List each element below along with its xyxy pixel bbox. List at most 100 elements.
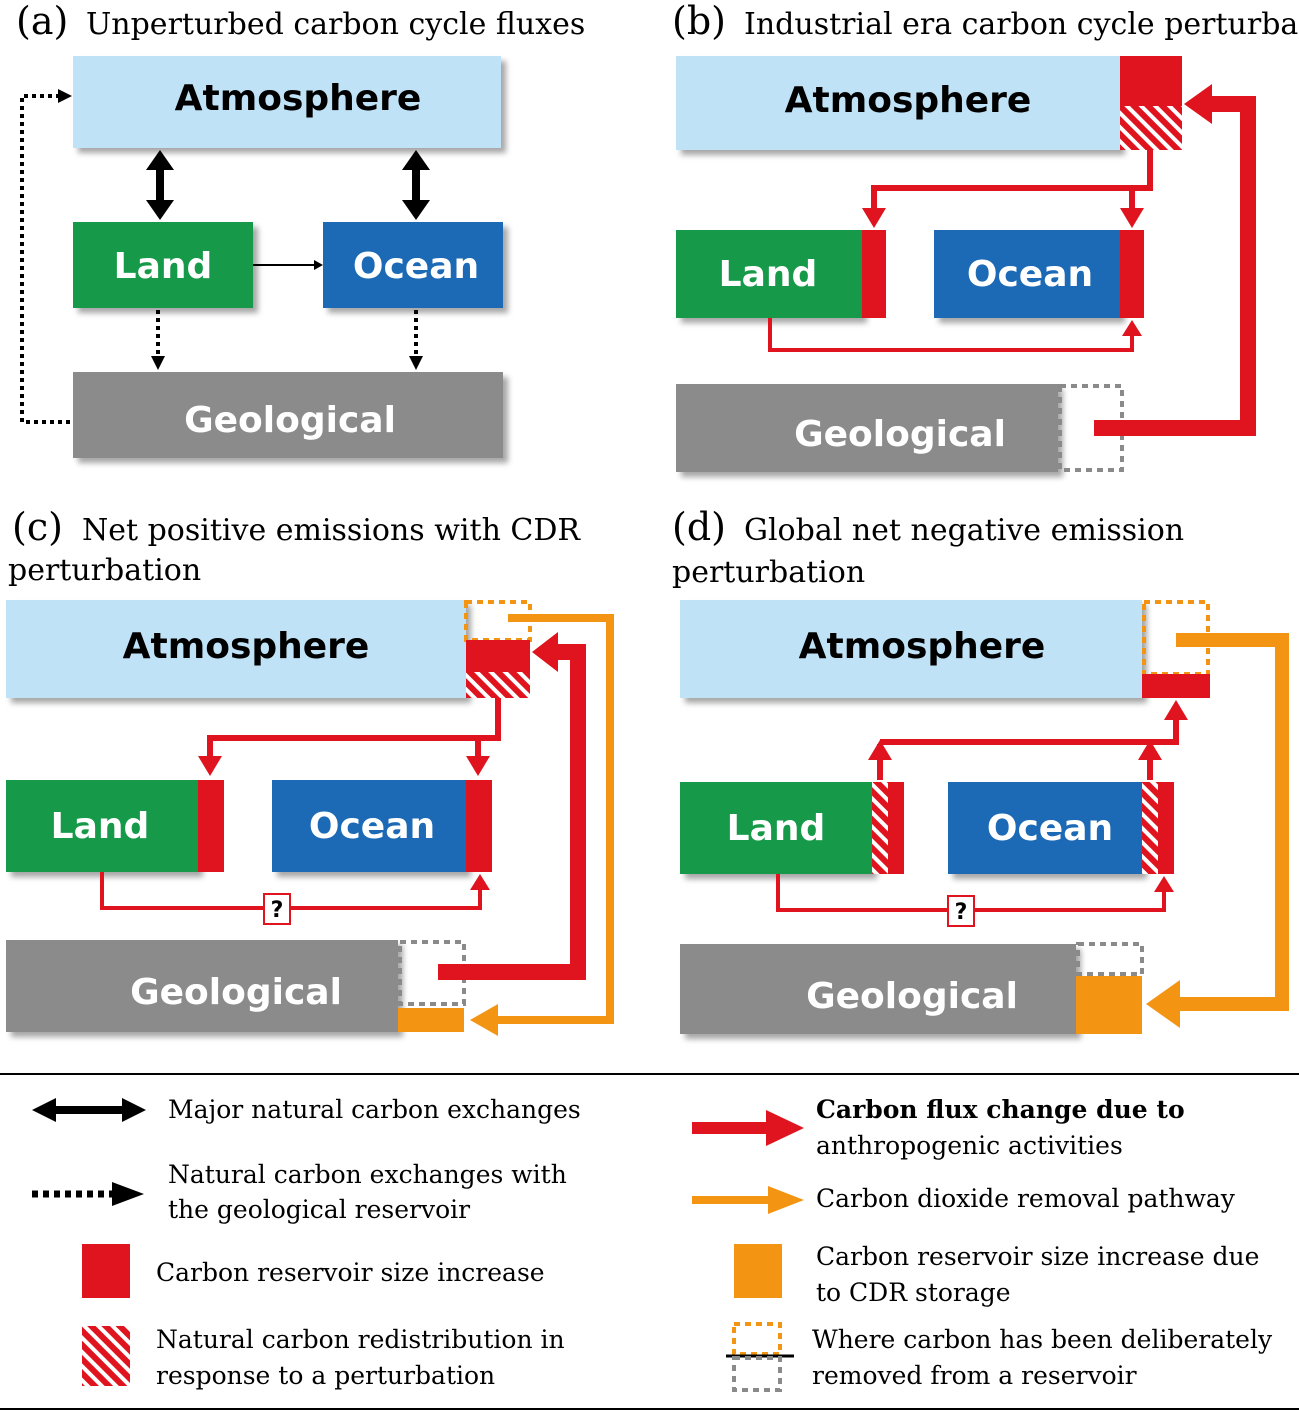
geological-label: Geological (184, 400, 396, 441)
land-label: Land (51, 806, 150, 847)
ocean-label: Ocean (309, 806, 435, 847)
panel-d-title: Global net negative emission (744, 513, 1184, 548)
land-box (676, 230, 862, 318)
ocean-box (272, 780, 466, 872)
ocean-increase-block (466, 780, 492, 872)
legend-cdr-storage-text-2: to CDR storage (816, 1278, 1011, 1307)
cdr-pathway-atm-to-geo (470, 614, 614, 1036)
unknown-flux-marker (947, 895, 975, 927)
anthropogenic-flux-atm-to-land-ocean (862, 150, 1153, 228)
anthropogenic-flux-land-to-ocean (776, 874, 1174, 912)
legend-cdr-pathway-text: Carbon dioxide removal pathway (816, 1184, 1236, 1213)
ocean-redistribution-block (1142, 782, 1158, 874)
anthropogenic-flux-land-ocean-to-atm (868, 700, 1188, 780)
unknown-flux-marker-text: ? (271, 898, 284, 923)
legend-reservoir-increase-text: Carbon reservoir size increase (156, 1258, 545, 1287)
natural-geo-arrow-ocean (409, 310, 423, 370)
panel-d: (d) Global net negative emission perturb… (672, 505, 1289, 1034)
legend-anthropogenic-flux-symbol (692, 1110, 804, 1146)
major-exchange-arrow-land (146, 150, 174, 220)
panel-c-title-line2: perturbation (8, 553, 201, 588)
panel-b-title: Industrial era carbon cycle perturbation (744, 7, 1299, 42)
geological-box (676, 384, 1058, 472)
panel-c-label: (c) (12, 505, 63, 549)
geological-cdr-storage-block (1076, 976, 1142, 1034)
panel-b: (b) Industrial era carbon cycle perturba… (672, 0, 1299, 472)
legend-natural-redistribution-text-2: response to a perturbation (156, 1361, 495, 1390)
geological-box (6, 940, 398, 1032)
atmosphere-redistribution-block (466, 672, 530, 698)
atmosphere-increase-block (1142, 674, 1210, 698)
cdr-pathway-atm-to-geo (1146, 633, 1289, 1028)
land-increase-block (198, 780, 224, 872)
anthropogenic-flux-land-to-ocean (100, 872, 490, 910)
legend-deliberate-removal-text-1: Where carbon has been deliberately (812, 1325, 1273, 1354)
legend-cdr-storage-text-1: Carbon reservoir size increase due (816, 1242, 1259, 1271)
land-increase-block (888, 782, 904, 874)
ocean-box (323, 222, 503, 308)
panel-c-title: Net positive emissions with CDR (82, 513, 581, 548)
land-label: Land (727, 808, 826, 849)
ocean-label: Ocean (967, 254, 1093, 295)
atmosphere-box (6, 600, 466, 698)
legend-anthropogenic-flux-text-1: Carbon flux change due to (816, 1095, 1185, 1124)
legend: Major natural carbon exchanges Natural c… (0, 1073, 1299, 1410)
atmosphere-label: Atmosphere (175, 78, 422, 119)
ocean-increase-block (1120, 230, 1144, 318)
ocean-increase-block (1158, 782, 1174, 874)
natural-geo-atmosphere-arrow (20, 89, 72, 424)
geological-box (73, 372, 503, 458)
geological-label: Geological (806, 976, 1018, 1017)
geological-removed-outline (398, 940, 466, 1006)
panel-c: (c) Net positive emissions with CDR pert… (6, 505, 614, 1036)
land-ocean-arrow (253, 260, 323, 270)
panel-d-title-line2: perturbation (672, 555, 865, 590)
atmosphere-label: Atmosphere (799, 626, 1046, 667)
legend-major-natural-symbol (32, 1098, 146, 1122)
panel-a-label: (a) (16, 0, 68, 43)
ocean-box (948, 782, 1142, 874)
ocean-label: Ocean (353, 246, 479, 287)
geological-removed-outline (1076, 942, 1144, 976)
legend-natural-geological-text-1: Natural carbon exchanges with (168, 1160, 567, 1189)
atmosphere-redistribution-block (1120, 106, 1182, 150)
anthropogenic-flux-geo-to-atm (1094, 84, 1256, 436)
atmosphere-increase-block (1120, 56, 1182, 106)
land-box (680, 782, 872, 874)
geological-label: Geological (794, 414, 1006, 455)
land-increase-block (862, 230, 886, 318)
panel-a-title: Unperturbed carbon cycle fluxes (86, 7, 585, 42)
legend-major-natural-text: Major natural carbon exchanges (168, 1095, 581, 1124)
geological-box (680, 944, 1076, 1034)
atmosphere-label: Atmosphere (123, 626, 370, 667)
legend-anthropogenic-flux-text-2: anthropogenic activities (816, 1131, 1123, 1160)
legend-natural-redistribution-swatch (82, 1326, 130, 1386)
geological-cdr-storage-block (398, 1008, 464, 1032)
anthropogenic-flux-land-to-ocean (768, 318, 1142, 352)
panel-b-label: (b) (672, 0, 726, 43)
land-label: Land (719, 254, 818, 295)
ocean-box (934, 230, 1120, 318)
atmosphere-label: Atmosphere (785, 80, 1032, 121)
legend-natural-geological-symbol (32, 1182, 144, 1206)
unknown-flux-marker-text: ? (955, 900, 968, 925)
legend-cdr-storage-swatch (734, 1244, 782, 1298)
land-box (6, 780, 198, 872)
atmosphere-box (73, 56, 501, 148)
land-label: Land (114, 246, 213, 287)
atmosphere-box (676, 56, 1120, 150)
legend-natural-geological-text-2: the geological reservoir (168, 1195, 470, 1224)
panel-a: (a) Unperturbed carbon cycle fluxes Atmo… (16, 0, 585, 458)
unknown-flux-marker (263, 893, 291, 925)
legend-natural-redistribution-text-1: Natural carbon redistribution in (156, 1325, 565, 1354)
legend-deliberate-removal-symbol (726, 1322, 794, 1392)
legend-cdr-pathway-symbol (692, 1186, 804, 1214)
land-box (73, 222, 253, 308)
legend-deliberate-removal-text-2: removed from a reservoir (812, 1361, 1137, 1390)
natural-geo-arrow-land (151, 310, 165, 370)
land-redistribution-block (872, 782, 888, 874)
atmosphere-increase-block (466, 640, 530, 672)
geological-label: Geological (130, 972, 342, 1013)
atmosphere-box (680, 600, 1142, 698)
